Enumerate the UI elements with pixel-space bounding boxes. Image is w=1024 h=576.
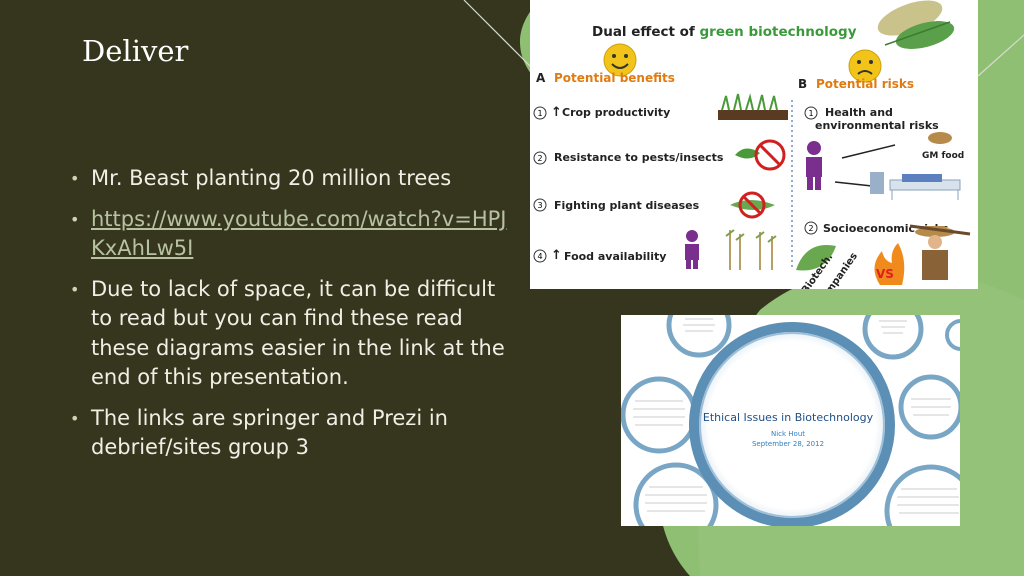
benefit-item: 4 ↑ Food availability — [533, 248, 666, 263]
svg-text:Crop productivity: Crop productivity — [562, 106, 670, 119]
bullet-icon: • — [70, 169, 80, 188]
svg-text:Fighting plant diseases: Fighting plant diseases — [554, 199, 700, 212]
crop-field-icon — [718, 93, 788, 120]
bullet-item: • Mr. Beast planting 20 million trees — [70, 164, 510, 194]
svg-text:Health and: Health and — [825, 106, 893, 119]
youtube-link[interactable]: https://www.youtube.com/watch?v=HPJKxAhL… — [91, 206, 507, 261]
svg-text:Food availability: Food availability — [564, 250, 666, 263]
vs-flame-icon: VS — [874, 243, 905, 285]
no-pests-icon — [735, 139, 786, 171]
biotechnology-diagram-image: Dual effect of green biotechnology A Pot… — [530, 0, 978, 289]
no-disease-icon — [730, 191, 775, 219]
prezi-date: September 28, 2012 — [752, 440, 824, 448]
arrow-to-hospital — [834, 181, 873, 187]
section-a-letter: A — [536, 71, 546, 85]
svg-text:VS: VS — [876, 267, 894, 281]
benefit-item: 3 Fighting plant diseases — [533, 198, 700, 212]
bullet-item: • The links are springer and Prezi in deb… — [70, 404, 510, 463]
svg-text:4: 4 — [537, 252, 542, 261]
leaf-icon — [877, 0, 955, 49]
section-b-letter: B — [798, 77, 807, 91]
person-icon — [685, 230, 699, 269]
svg-text:2: 2 — [537, 154, 542, 163]
bullet-item: • https://www.youtube.com/watch?v=HPJKxAh… — [70, 205, 510, 264]
person-risk-icon — [806, 141, 822, 190]
svg-text:↑: ↑ — [551, 105, 562, 120]
benefit-item: 1 ↑ Crop productivity — [533, 105, 670, 120]
prezi-author: Nick Hout — [771, 430, 805, 438]
wheat-icon — [725, 229, 777, 270]
prezi-thumbnail-image: Ethical Issues in Biotechnology Nick Hou… — [621, 315, 960, 526]
svg-text:1: 1 — [808, 109, 813, 118]
section-b-label: Potential risks — [816, 77, 914, 91]
diagram-title: Dual effect of green biotechnology — [592, 24, 857, 40]
bullet-icon: • — [70, 279, 80, 299]
thin-line-decoration-right — [977, 34, 1024, 77]
bullet-item: • Due to lack of space, it can be difficu… — [70, 275, 510, 393]
svg-text:↑: ↑ — [551, 248, 562, 263]
bullet-text: Due to lack of space, it can be difficul… — [91, 276, 505, 390]
svg-text:Resistance to pests/insects: Resistance to pests/insects — [554, 151, 724, 164]
slide-title: Deliver — [82, 34, 189, 68]
biotech-leaf-icon — [796, 245, 836, 271]
bullet-text: Mr. Beast planting 20 million trees — [91, 166, 452, 190]
gm-food-label: GM food — [922, 151, 964, 161]
bullet-text: The links are springer and Prezi in debr… — [91, 405, 448, 460]
svg-text:1: 1 — [537, 109, 542, 118]
bullet-icon: • — [70, 408, 80, 428]
sad-face-icon — [848, 49, 882, 83]
gm-food-icon — [928, 132, 952, 144]
risk-item: 1 Health and environmental risks — [804, 106, 939, 132]
prezi-title: Ethical Issues in Biotechnology — [703, 411, 874, 424]
bullet-icon: • — [70, 209, 80, 229]
bullet-list: • Mr. Beast planting 20 million trees • ht… — [70, 164, 510, 474]
svg-text:environmental risks: environmental risks — [815, 119, 939, 132]
svg-text:3: 3 — [537, 201, 542, 210]
arrow-from-gm-food — [841, 144, 896, 159]
farmer-icon — [909, 224, 971, 280]
section-a-label: Potential benefits — [554, 71, 675, 85]
prezi-tiny-text — [633, 318, 959, 514]
svg-text:2: 2 — [808, 224, 813, 233]
happy-face-icon — [603, 43, 637, 77]
hospital-bed-icon — [870, 172, 961, 200]
prezi-main-circle — [689, 322, 895, 526]
benefit-item: 2 Resistance to pests/insects — [533, 151, 724, 165]
